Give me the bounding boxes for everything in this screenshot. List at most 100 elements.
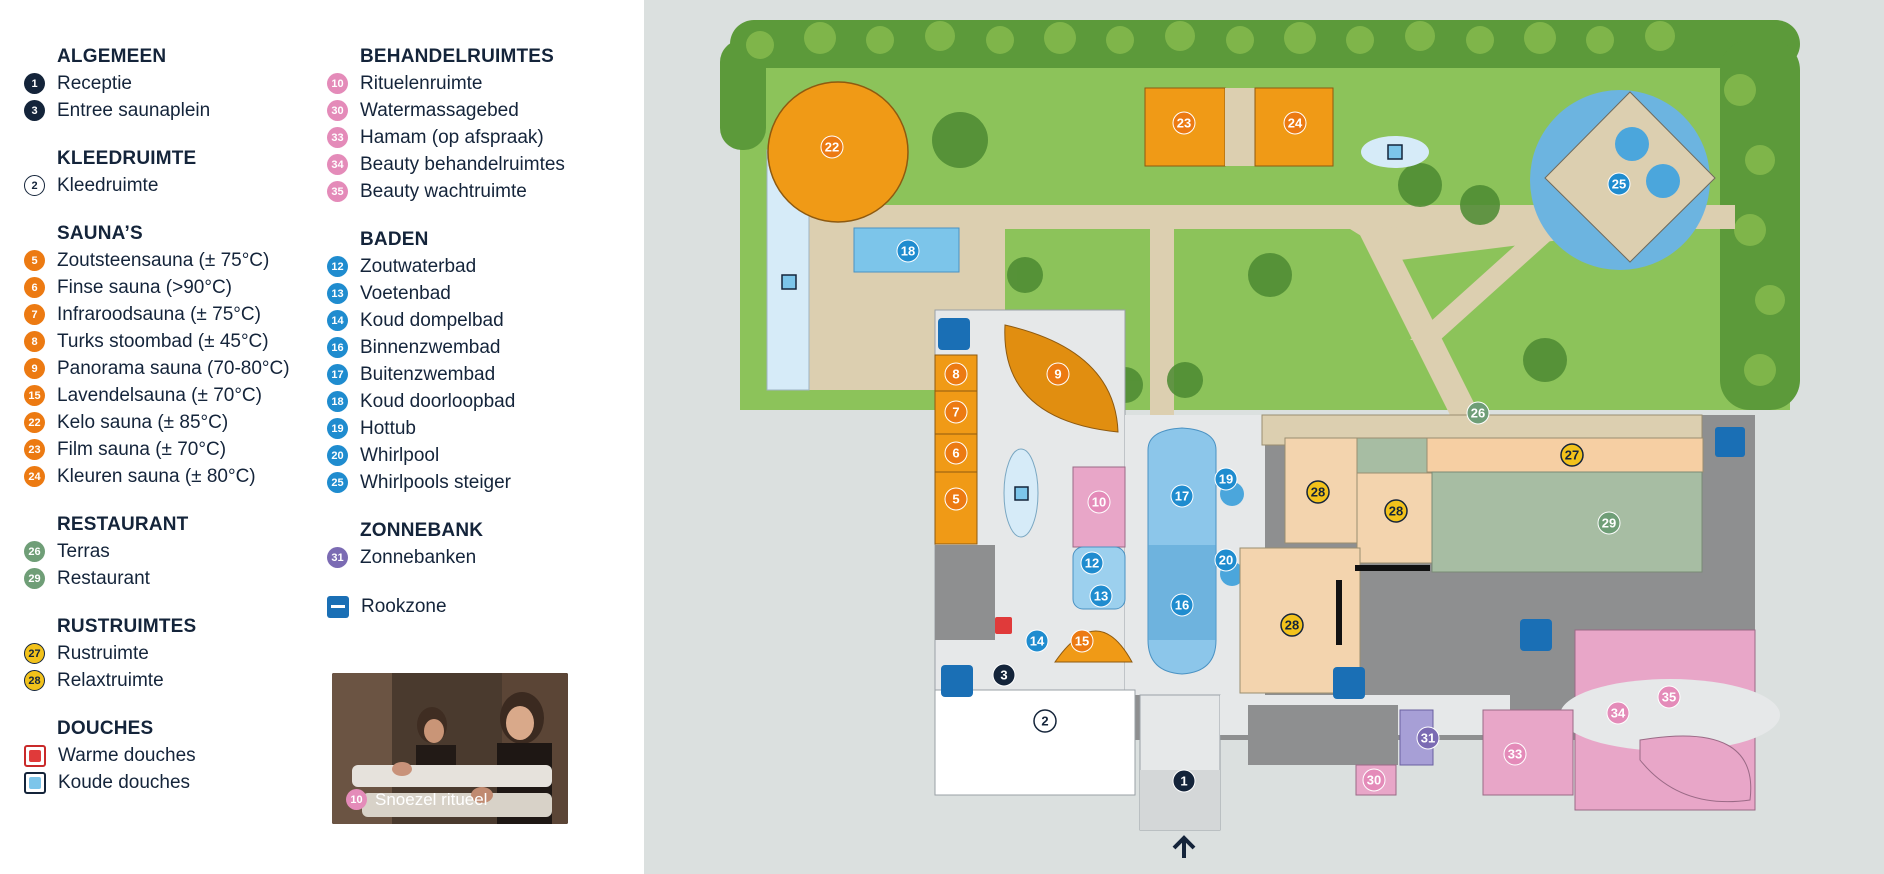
legend-item-number: 16 <box>327 337 348 358</box>
legend-item-number: 3 <box>24 100 45 121</box>
legend-item: 23 Film sauna (± 70°C) <box>24 436 290 463</box>
legend-item-number: 7 <box>24 304 45 325</box>
legend-item-number: 13 <box>327 283 348 304</box>
toilet-icon-group <box>938 318 1552 699</box>
map-number-text: 9 <box>1054 367 1061 382</box>
legend-item-number: 34 <box>327 154 348 175</box>
map-number-circle <box>1306 480 1330 504</box>
ritual-photo-image <box>332 673 568 824</box>
map-number-badge: 28 <box>1306 480 1330 504</box>
map-number-badge: 2 <box>1033 709 1057 733</box>
smoking-icon <box>1715 427 1745 457</box>
map-number-circle <box>1283 111 1307 135</box>
map-number-text: 19 <box>1219 472 1233 487</box>
map-number-badge: 16 <box>1170 593 1194 617</box>
legend-item-label: Finse sauna (>90°C) <box>57 276 232 298</box>
map-number-circle <box>1046 362 1070 386</box>
map-number-text: 15 <box>1075 634 1089 649</box>
legend-item-label: Watermassagebed <box>360 99 519 121</box>
whirlpool-tub <box>1646 164 1680 198</box>
map-number-text: 14 <box>1030 634 1045 649</box>
sauna-passage <box>1225 88 1255 166</box>
legend-item-number: 18 <box>327 391 348 412</box>
legend-section-title: DOUCHES <box>57 718 154 739</box>
wall-segment <box>1355 565 1430 571</box>
map-number-badge: 28 <box>1384 499 1408 523</box>
legend-item-label: Panorama sauna (70-80°C) <box>57 357 290 379</box>
map-number-text: 5 <box>952 492 959 507</box>
map-number-text: 28 <box>1389 504 1403 519</box>
map-number-text: 8 <box>952 367 959 382</box>
map-number-badge: 25 <box>1607 172 1631 196</box>
legend-item-number: 29 <box>24 568 45 589</box>
toilet-icon <box>938 318 970 350</box>
indoor-pool <box>1148 545 1216 640</box>
legend-item-label: Turks stoombad (± 45°C) <box>57 330 269 352</box>
map-number-circle <box>1087 490 1111 514</box>
photo-caption: 10 Snoezel ritueel <box>346 789 487 810</box>
map-number-circle <box>1214 548 1238 572</box>
map-number-badge: 13 <box>1089 584 1113 608</box>
map-number-circle <box>944 362 968 386</box>
map-number-text: 24 <box>1288 116 1303 131</box>
legend-item-label: Hamam (op afspraak) <box>360 126 544 148</box>
legend-item-label: Whirlpool <box>360 444 440 466</box>
legend-item-number: 9 <box>24 358 45 379</box>
legend-item-number: 5 <box>24 250 45 271</box>
map-number-text: 25 <box>1612 177 1626 192</box>
map-number-badge: 29 <box>1597 511 1621 535</box>
map-number-badge: 17 <box>1170 484 1194 508</box>
map-number-circle <box>1080 551 1104 575</box>
map-number-text: 35 <box>1662 690 1676 705</box>
map-number-text: 22 <box>825 140 839 155</box>
legend-item-label: Koud dompelbad <box>360 309 504 331</box>
cold-shower-icon <box>24 771 46 794</box>
map-number-circle <box>1607 172 1631 196</box>
legend-item-label: Rituelenruimte <box>360 72 483 94</box>
map-number-circle <box>1172 111 1196 135</box>
map-number-badge: 33 <box>1503 742 1527 766</box>
legend-section-title: RESTAURANT <box>57 514 189 535</box>
legend-item-label: Film sauna (± 70°C) <box>57 438 227 460</box>
map-number-text: 28 <box>1285 618 1299 633</box>
map-number-circle <box>896 239 920 263</box>
map-number-badge: 26 <box>1466 401 1490 425</box>
legend-item-number: 30 <box>327 100 348 121</box>
map-number-circle <box>1657 685 1681 709</box>
legend-item-label: Zonnebanken <box>360 546 477 568</box>
map-number-badge: 23 <box>1172 111 1196 135</box>
legend-item-number: 23 <box>24 439 45 460</box>
floor-map-svg: 1235678910121314151617181920222324252627… <box>720 20 1800 858</box>
map-number-text: 17 <box>1175 489 1189 504</box>
legend-item-number: 25 <box>327 472 348 493</box>
map-number-circle <box>1172 769 1196 793</box>
map-number-text: 30 <box>1367 773 1381 788</box>
sauna-column <box>934 354 978 545</box>
entrance-arrow-icon <box>1172 835 1196 858</box>
legend-item: Koude douches <box>24 769 290 796</box>
map-number-badge: 14 <box>1025 629 1049 653</box>
green-room <box>1356 437 1428 474</box>
legend-item-label: Receptie <box>57 72 132 94</box>
legend-item-number: 24 <box>24 466 45 487</box>
legend-item-label: Relaxtruimte <box>57 669 164 691</box>
beauty-wing <box>1482 629 1780 811</box>
